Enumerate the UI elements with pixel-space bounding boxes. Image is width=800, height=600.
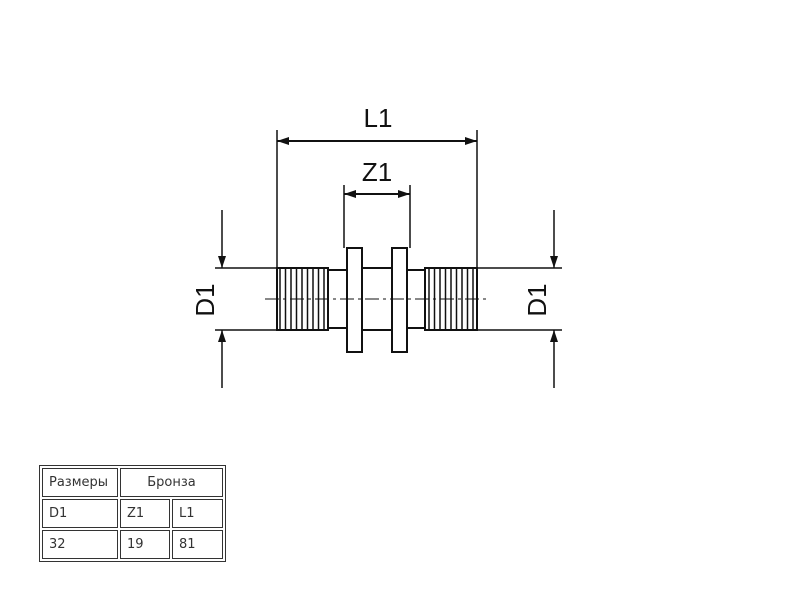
d1-right-label: D1 xyxy=(522,283,552,316)
table-row: 32 19 81 xyxy=(42,530,223,559)
table-columns-row: D1 Z1 L1 xyxy=(42,499,223,528)
d1-left-dimension xyxy=(215,210,277,388)
header-material: Бронза xyxy=(120,468,223,497)
coupling-technical-drawing: L1 Z1 D1 D1 xyxy=(190,103,562,388)
l1-label: L1 xyxy=(364,103,393,133)
d1-right-dimension xyxy=(477,210,562,388)
header-sizes: Размеры xyxy=(42,468,118,497)
column-l1: L1 xyxy=(172,499,223,528)
coupling-body xyxy=(276,247,478,353)
z1-label: Z1 xyxy=(362,157,392,187)
column-z1: Z1 xyxy=(120,499,170,528)
column-d1: D1 xyxy=(42,499,118,528)
value-l1: 81 xyxy=(172,530,223,559)
dimensions-table: Размеры Бронза D1 Z1 L1 32 19 81 xyxy=(39,465,226,562)
value-z1: 19 xyxy=(120,530,170,559)
d1-left-label: D1 xyxy=(190,283,220,316)
table-header-row: Размеры Бронза xyxy=(42,468,223,497)
z1-dimension xyxy=(343,185,411,248)
value-d1: 32 xyxy=(42,530,118,559)
l1-dimension xyxy=(276,130,478,268)
